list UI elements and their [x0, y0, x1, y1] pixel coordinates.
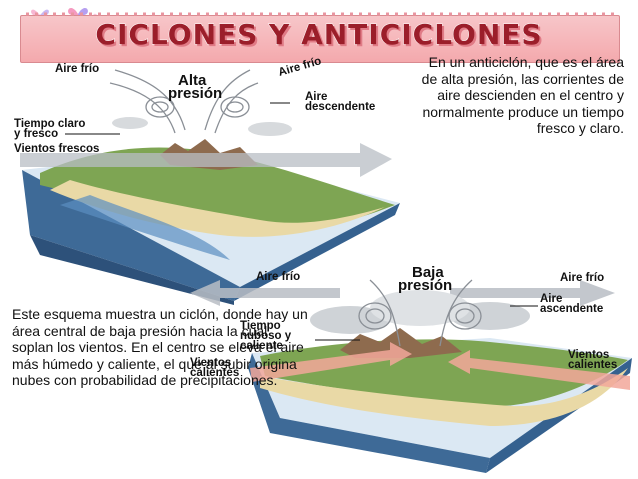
- label-tiempo-nuboso-3: caliente: [240, 340, 283, 352]
- label-aire-frio-left-cyclone: Aire frío: [256, 271, 301, 283]
- label-aire-frio-right-cyclone: Aire frío: [560, 272, 605, 284]
- anticyclone-paragraph: En un anticiclón, que es el área de alta…: [421, 54, 624, 136]
- label-tiempo-claro-2: y fresco: [14, 128, 59, 140]
- label-vientos-calientes-right-2: calientes: [568, 359, 618, 371]
- label-presion-alta: presión: [168, 85, 223, 102]
- label-tiempo-claro-1: Tiempo claro: [14, 118, 86, 130]
- label-aire-descendente-2: descendente: [305, 101, 376, 113]
- anticyclone-diagram: [20, 69, 400, 305]
- label-tiempo-nuboso-1: Tiempo: [240, 320, 281, 332]
- label-tiempo-nuboso-2: nuboso y: [240, 330, 292, 342]
- label-vientos-calientes-left-2: calientes: [190, 367, 240, 379]
- label-vientos-frescos: Vientos frescos: [14, 143, 100, 155]
- label-vientos-calientes-right-1: Vientos: [568, 349, 610, 361]
- page-title: CICLONES Y ANTICICLONES: [95, 18, 543, 52]
- cyclone-paragraph: Este esquema muestra un ciclón, donde ha…: [12, 306, 308, 388]
- label-aire-ascendente-1: Aire: [540, 293, 563, 305]
- title-banner: [20, 15, 620, 63]
- label-aire-frio-left: Aire frío: [55, 63, 100, 75]
- label-presion-baja: presión: [398, 277, 453, 294]
- label-alta: Alta: [178, 72, 207, 89]
- dotted-border: [26, 12, 614, 16]
- label-baja: Baja: [412, 264, 444, 281]
- label-aire-ascendente-2: ascendente: [540, 303, 604, 315]
- label-aire-descendente-1: Aire: [305, 91, 328, 103]
- cyclone-diagram: [190, 279, 632, 473]
- label-vientos-calientes-left-1: Vientos: [190, 357, 232, 369]
